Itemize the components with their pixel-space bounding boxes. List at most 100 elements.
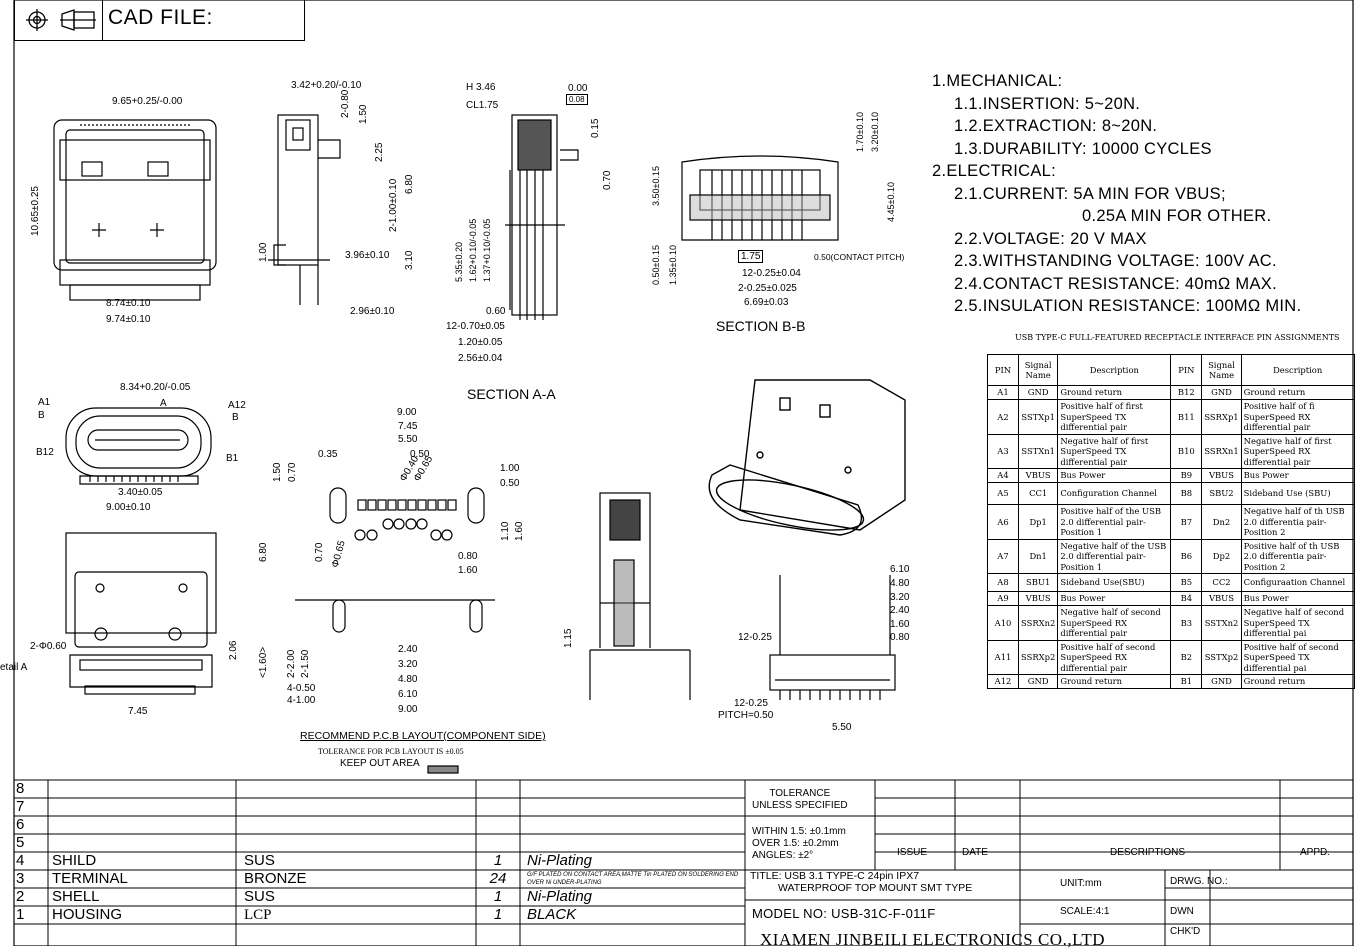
description-cell: Negative half of the USB 2.0 differentia… xyxy=(1057,538,1172,574)
pin-table-title: USB TYPE-C FULL-FEATURED RECEPTACLE INTE… xyxy=(1015,333,1340,342)
label-a: A xyxy=(160,398,167,409)
note-line: 1.3.DURABILITY: 10000 CYCLES xyxy=(954,139,1212,158)
bom-number: 2 xyxy=(16,888,25,905)
description-cell: Bus Power xyxy=(1240,591,1355,606)
dim-smt-550: 5.50 xyxy=(832,722,852,733)
smt-view xyxy=(769,575,896,700)
signal-cell: SSRXp2 xyxy=(1017,639,1059,675)
bom-grid xyxy=(14,779,1353,946)
dim-front-bottom-inner: 8.74±0.10 xyxy=(106,298,151,309)
dim-pcb-480: 4.80 xyxy=(398,674,418,685)
bom-material: BRONZE xyxy=(244,870,307,887)
descriptions-label: DESCRIPTIONS xyxy=(1110,847,1186,858)
bom-material xyxy=(244,834,474,852)
note-line: 2.ELECTRICAL: xyxy=(932,162,1057,180)
dim-side-680: 6.80 xyxy=(404,174,415,194)
dim-side2-115: 1.15 xyxy=(563,628,574,648)
pin-cell: B10 xyxy=(1170,433,1203,469)
pin-cell: A3 xyxy=(987,433,1019,469)
checked-label: CHK'D xyxy=(1170,926,1201,937)
bom-finish xyxy=(527,816,742,834)
drawing-number-label: DRWG. NO.: xyxy=(1170,876,1228,887)
dim-mate-340: 3.40±0.05 xyxy=(118,487,163,498)
label-b-right: B xyxy=(232,412,239,423)
dim-sec-015: 0.15 xyxy=(590,118,601,138)
note-line: 2.3.WITHSTANDING VOLTAGE: 100V AC. xyxy=(954,252,1277,270)
description-cell: Negative half of second SuperSpeed RX di… xyxy=(1057,605,1172,641)
bom-quantity xyxy=(478,798,518,816)
dim-side-396: 3.96±0.10 xyxy=(345,250,390,261)
dim-side-100b: 2-1.00±0.10 xyxy=(388,178,399,232)
bom-finish xyxy=(527,798,742,816)
dim-front-height: 10.65±0.25 xyxy=(30,186,41,236)
crosshair-icon xyxy=(26,9,48,31)
signal-cell: VBUS xyxy=(1017,591,1059,606)
signal-cell: Dn1 xyxy=(1017,538,1059,574)
pin-cell: B5 xyxy=(1170,573,1203,592)
dim-pcb-070-mid: 0.70 xyxy=(314,542,325,562)
dim-pcb-100: 1.00 xyxy=(500,463,520,474)
section-a-view xyxy=(505,114,579,320)
dim-sec-060: 0.60 xyxy=(486,306,506,317)
dim-pcb-110: 1.10 xyxy=(500,521,511,541)
signal-cell: GND xyxy=(1017,385,1059,400)
dim-pcb-080: 0.80 xyxy=(458,551,478,562)
signal-cell: GND xyxy=(1017,674,1059,689)
dim-side-150: 1.50 xyxy=(358,104,369,124)
bom-finish: Ni-Plating xyxy=(527,852,593,869)
pin-cell: B7 xyxy=(1170,504,1203,540)
dim-bb-445: 4.45±0.10 xyxy=(886,182,896,222)
bom-part-name: SHELL xyxy=(52,888,100,905)
label-a1: A1 xyxy=(38,397,51,408)
pcb-title: RECOMMEND P.C.B LAYOUT(COMPONENT SIDE) xyxy=(300,730,546,742)
pin-cell: B9 xyxy=(1170,468,1203,483)
signal-cell: Dp1 xyxy=(1017,504,1059,540)
description-cell: Ground return xyxy=(1240,674,1355,689)
pin-cell: A4 xyxy=(987,468,1019,483)
bom-number: 8 xyxy=(16,780,25,797)
bom-quantity xyxy=(478,816,518,834)
dim-pcb-050-right: 0.50 xyxy=(500,478,520,489)
pin-cell: B8 xyxy=(1170,482,1203,505)
description-cell: Sideband Use (SBU) xyxy=(1240,482,1355,505)
signal-cell: CC1 xyxy=(1017,482,1059,505)
dim-pcb-680: 6.80 xyxy=(258,542,269,562)
dim-sec-h: H 3.46 xyxy=(466,82,496,93)
dim-smt-610: 6.10 xyxy=(890,564,910,575)
dim-front-bottom-outer: 9.74±0.10 xyxy=(106,314,151,325)
note-line: 2.5.INSULATION RESISTANCE: 100MΩ MIN. xyxy=(954,297,1302,315)
dim-bb-170: 1.70±0.10 xyxy=(855,112,865,152)
bom-material: SUS xyxy=(244,888,275,905)
description-cell: Negative half of first SuperSpeed RX dif… xyxy=(1240,433,1355,469)
dim-sec-120: 1.20±0.05 xyxy=(458,337,503,348)
bom-finish xyxy=(527,834,742,852)
dim-pcb-160-paren: <1.60> xyxy=(258,646,269,678)
note-line: 0.25A MIN FOR OTHER. xyxy=(1082,207,1272,225)
dim-sec-137: 1.37+0.10/-0.05 xyxy=(482,218,492,282)
drawn-label: DWN xyxy=(1170,906,1194,917)
signal-cell: GND xyxy=(1201,674,1242,689)
signal-cell: VBUS xyxy=(1201,591,1242,606)
signal-cell: SSTXp2 xyxy=(1201,639,1242,675)
note-line: 2.4.CONTACT RESISTANCE: 40mΩ MAX. xyxy=(954,274,1277,293)
front-view xyxy=(53,119,217,301)
dim-pcb-2200: 2-2.00 xyxy=(286,649,297,678)
connector-3d-illustration xyxy=(708,379,906,536)
dim-smt-320: 3.20 xyxy=(890,592,910,603)
mating-view xyxy=(65,407,212,485)
signal-cell: VBUS xyxy=(1017,468,1059,483)
pcb-tolerance: TOLERANCE FOR PCB LAYOUT IS ±0.05 xyxy=(318,747,464,756)
bottom-view xyxy=(65,532,217,695)
pin-cell: A6 xyxy=(987,504,1019,540)
dim-smt-480: 4.80 xyxy=(890,578,910,589)
note-line: 2.2.VOLTAGE: 20 V MAX xyxy=(954,229,1147,248)
description-cell: Negative half of first SuperSpeed TX dif… xyxy=(1057,433,1172,469)
bom-part-name xyxy=(52,816,232,834)
